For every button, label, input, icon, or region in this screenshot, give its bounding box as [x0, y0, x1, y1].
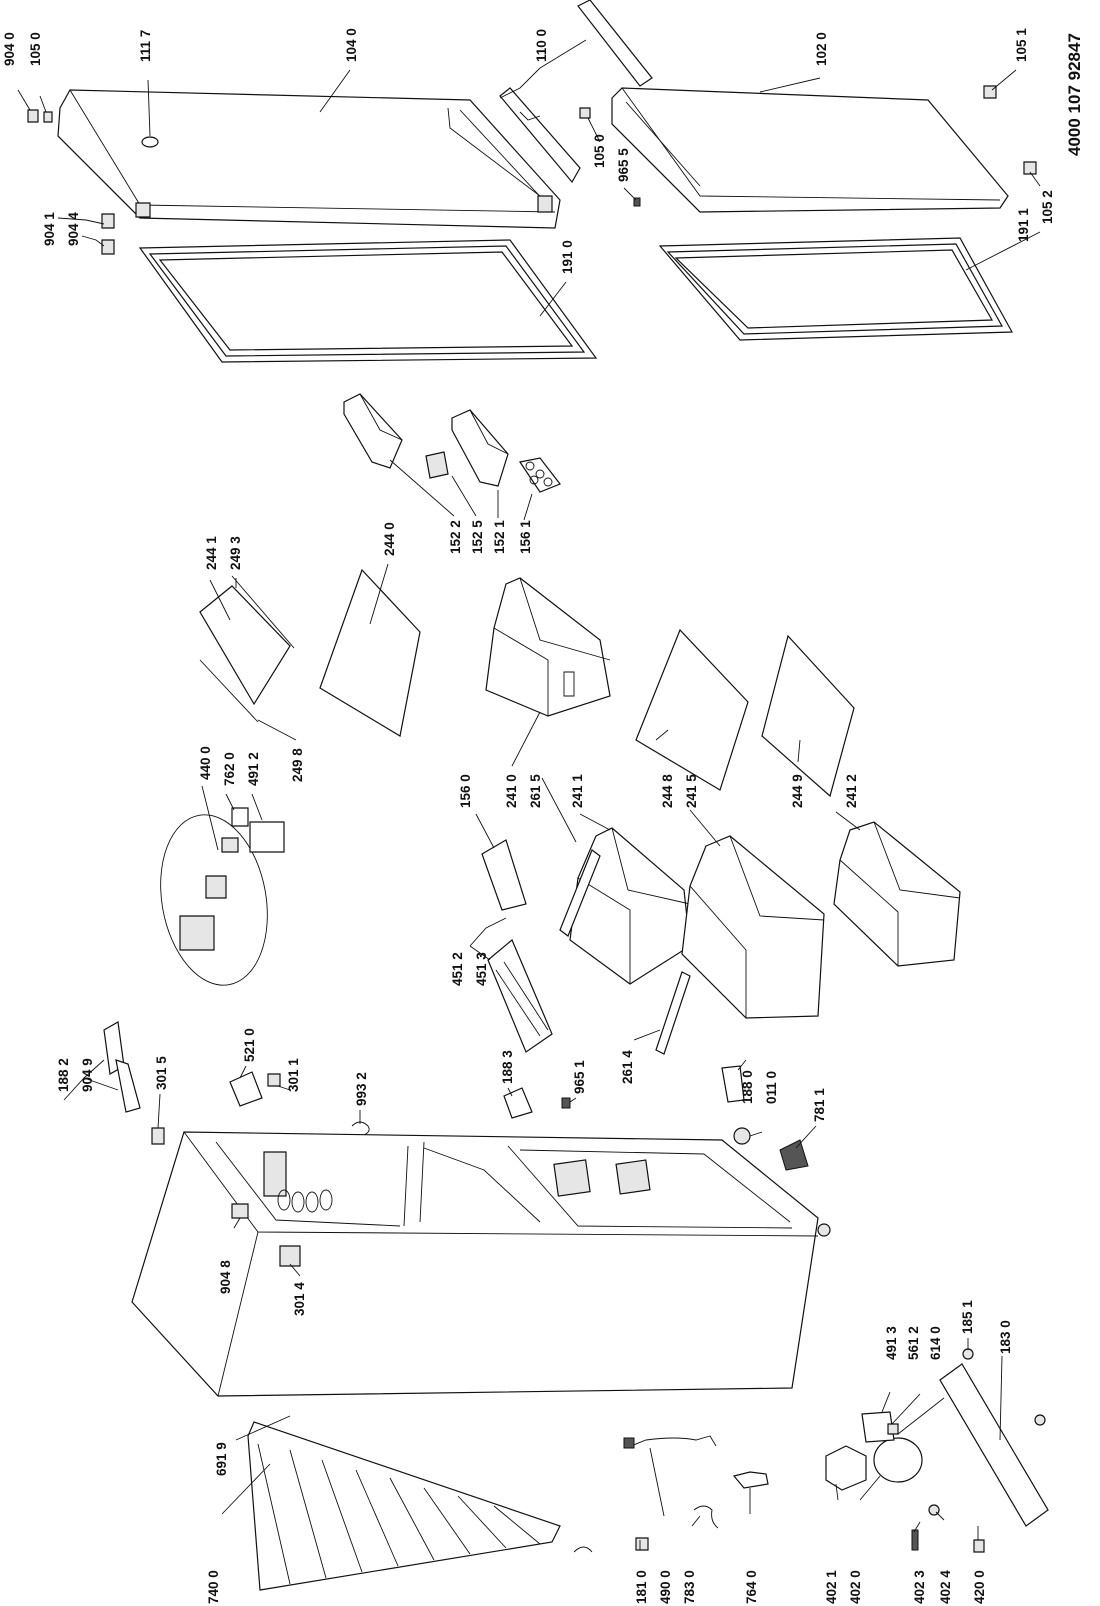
- label-491-3: 491 3: [884, 1326, 899, 1360]
- label-783-0: 783 0: [682, 1570, 697, 1604]
- label-691-9: 691 9: [214, 1442, 229, 1476]
- freezer-door-102-0: [612, 88, 1008, 212]
- label-244-0: 244 0: [382, 522, 397, 556]
- label-451-2: 451 2: [450, 952, 465, 986]
- label-188-3: 188 3: [500, 1050, 515, 1084]
- label-904-9: 904 9: [80, 1058, 95, 1092]
- glass-shelf-244-9: [762, 636, 854, 796]
- label-191-0: 191 0: [560, 240, 575, 274]
- part-labels: 904 0 105 0 111 7 104 0 110 0 102 0 105 …: [2, 28, 1084, 1604]
- label-762-0: 762 0: [222, 752, 237, 786]
- label-904-1: 904 1: [42, 212, 57, 246]
- label-183-0: 183 0: [998, 1320, 1013, 1354]
- door-gasket-191-0: [140, 240, 596, 362]
- freezer-drawer-241-1: [570, 828, 690, 984]
- label-105-2: 105 2: [1040, 190, 1055, 224]
- label-244-1: 244 1: [204, 536, 219, 570]
- label-993-2: 993 2: [354, 1072, 369, 1106]
- label-156-1: 156 1: [518, 520, 533, 554]
- label-402-4: 402 4: [938, 1570, 953, 1604]
- label-249-8: 249 8: [290, 748, 305, 782]
- small-hinge-parts: [28, 86, 1036, 254]
- label-152-1: 152 1: [492, 520, 507, 554]
- label-241-5: 241 5: [684, 774, 699, 808]
- document-code: 4000 107 92847: [1065, 33, 1084, 156]
- label-561-2: 561 2: [906, 1326, 921, 1360]
- cabinet-body: [132, 1132, 830, 1396]
- label-011-0: 011 0: [764, 1071, 779, 1104]
- glass-shelf-244-1: [200, 576, 294, 722]
- label-781-1: 781 1: [812, 1088, 827, 1122]
- label-102-0: 102 0: [814, 32, 829, 66]
- label-301-1: 301 1: [286, 1058, 301, 1092]
- label-191-1: 191 1: [1016, 208, 1031, 242]
- label-440-0: 440 0: [198, 746, 213, 780]
- freezer-drawer-241-0: [486, 578, 610, 716]
- glass-shelf-244-0: [320, 570, 420, 736]
- label-490-0: 490 0: [658, 1570, 673, 1604]
- label-451-3: 451 3: [474, 952, 489, 986]
- label-402-1: 402 1: [824, 1570, 839, 1604]
- door-gasket-191-1: [660, 238, 1012, 340]
- label-241-0: 241 0: [504, 774, 519, 808]
- freezer-drawer-241-5: [682, 836, 824, 1018]
- door-balconies: [344, 394, 560, 492]
- label-185-1: 185 1: [960, 1300, 975, 1334]
- label-904-8: 904 8: [218, 1260, 233, 1294]
- condenser-740-0: [248, 1422, 592, 1590]
- glass-shelf-244-8: [636, 630, 748, 790]
- label-111-7: 111 7: [138, 30, 153, 62]
- label-105-0: 105 0: [28, 32, 43, 66]
- label-188-2: 188 2: [56, 1058, 71, 1092]
- hinge-parts-left: [104, 1022, 808, 1170]
- label-301-5: 301 5: [154, 1056, 169, 1090]
- door-handle-110-0: [500, 0, 652, 182]
- label-965-5: 965 5: [616, 148, 631, 182]
- leader-lines: [18, 40, 1040, 1550]
- label-105-0-b: 105 0: [592, 134, 607, 168]
- label-105-1: 105 1: [1014, 28, 1029, 62]
- label-152-5: 152 5: [470, 520, 485, 554]
- drawer-rails: [482, 840, 690, 1054]
- label-420-0: 420 0: [972, 1570, 987, 1604]
- label-904-4: 904 4: [66, 212, 81, 246]
- label-249-3: 249 3: [228, 536, 243, 570]
- label-904-0: 904 0: [2, 32, 17, 66]
- label-110-0: 110 0: [534, 29, 549, 62]
- label-301-4: 301 4: [292, 1282, 307, 1316]
- label-402-0: 402 0: [848, 1570, 863, 1604]
- label-241-2: 241 2: [844, 774, 859, 808]
- label-740-0: 740 0: [206, 1570, 221, 1604]
- label-965-1: 965 1: [572, 1060, 587, 1094]
- freezer-drawer-241-2: [834, 822, 960, 966]
- label-261-4: 261 4: [620, 1050, 635, 1084]
- label-614-0: 614 0: [928, 1326, 943, 1360]
- label-521-0: 521 0: [242, 1028, 257, 1062]
- label-764-0: 764 0: [744, 1570, 759, 1604]
- label-104-0: 104 0: [344, 28, 359, 62]
- label-241-1: 241 1: [570, 774, 585, 808]
- label-261-5: 261 5: [528, 774, 543, 808]
- label-152-2: 152 2: [448, 520, 463, 554]
- label-491-2: 491 2: [246, 752, 261, 786]
- label-402-3: 402 3: [912, 1570, 927, 1604]
- label-156-0: 156 0: [458, 774, 473, 808]
- thermostat-light-kit-440-0: [148, 806, 284, 993]
- fridge-door-104-0: [58, 90, 560, 228]
- label-244-9: 244 9: [790, 774, 805, 808]
- label-244-8: 244 8: [660, 774, 675, 808]
- compressor-and-electrics: [624, 1349, 1048, 1552]
- label-188-0: 188 0: [740, 1070, 755, 1104]
- label-181-0: 181 0: [634, 1570, 649, 1604]
